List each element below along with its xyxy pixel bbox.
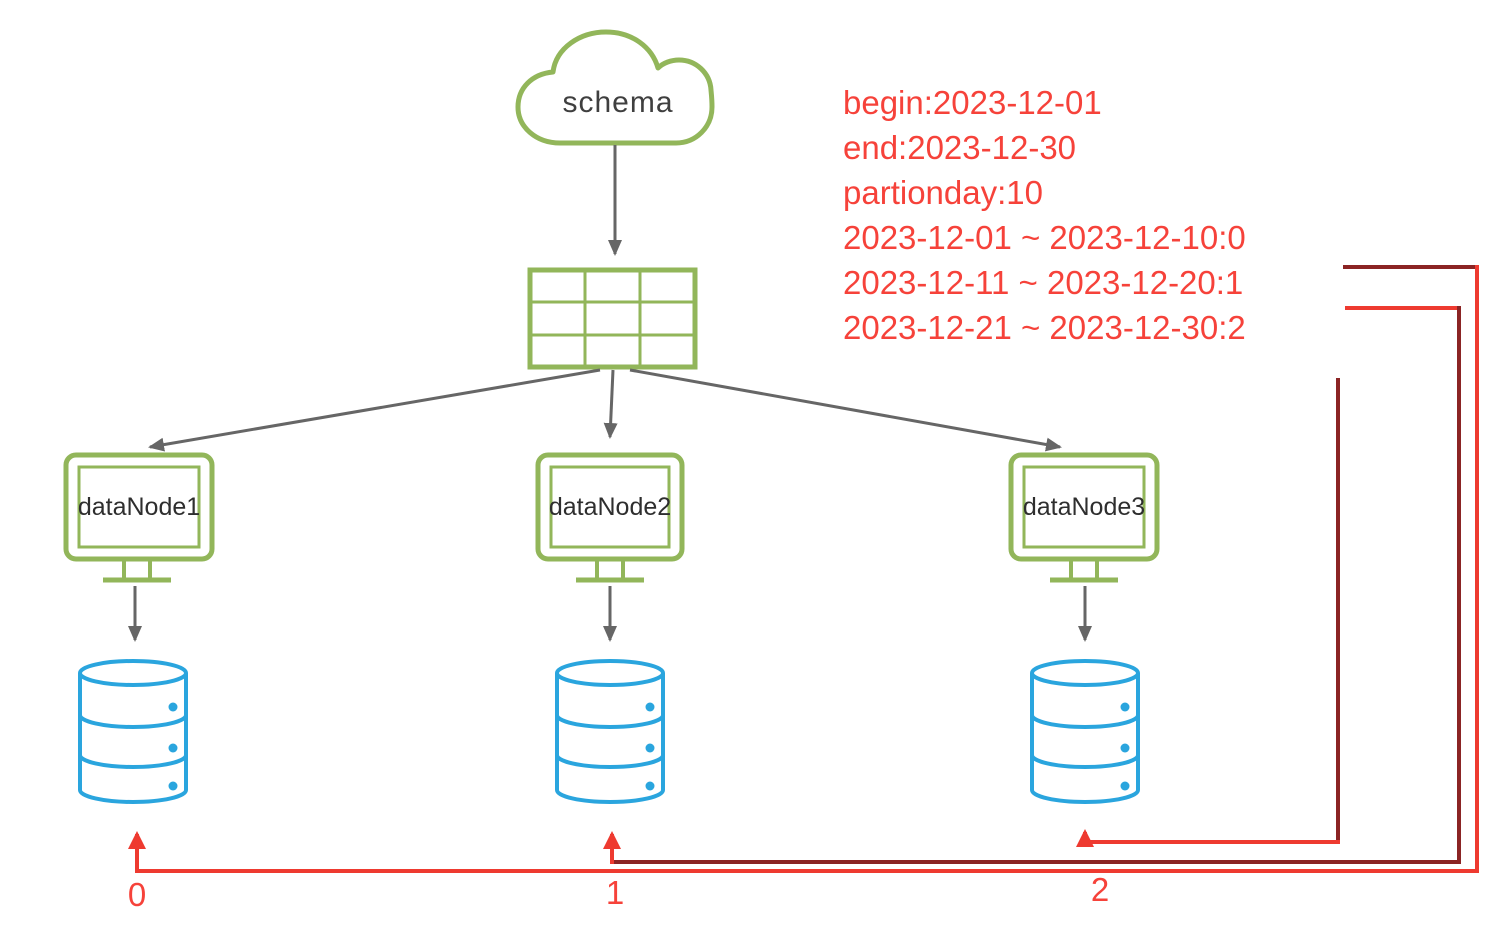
partition-label-0: 0 <box>127 876 147 913</box>
annotation-line-partionday: partionday:10 <box>843 174 1043 211</box>
database-cylinder-icon-3 <box>1030 659 1140 804</box>
database-cylinder-icon-1 <box>78 659 188 804</box>
partition-label-2: 2 <box>1090 871 1110 908</box>
node3-label: dataNode3 <box>1022 493 1146 521</box>
partition-line-0 <box>128 265 1479 873</box>
cloud-icon <box>515 29 715 146</box>
node1-label: dataNode1 <box>77 493 201 521</box>
annotation-line-range-1: 2023-12-11 ~ 2023-12-20:1 <box>843 264 1244 301</box>
annotation-line-end: end:2023-12-30 <box>843 129 1077 166</box>
monitor-icon-node1 <box>63 452 215 583</box>
database-cylinder-icon-2 <box>555 659 665 804</box>
annotation-line-begin: begin:2023-12-01 <box>843 84 1102 121</box>
arrow-table-to-node1 <box>148 368 601 452</box>
annotation-line-range-2: 2023-12-21 ~ 2023-12-30:2 <box>843 309 1246 346</box>
cloud-label: schema <box>562 86 674 119</box>
partition-line-2 <box>1076 378 1340 847</box>
monitor-icon-node2 <box>535 452 685 583</box>
node2-label: dataNode2 <box>548 493 672 521</box>
partition-line-1 <box>603 306 1461 864</box>
partition-annotation-block: begin:2023-12-01 end:2023-12-30 partiond… <box>843 80 1246 350</box>
table-grid-icon <box>527 267 698 370</box>
monitor-icon-node3 <box>1008 452 1160 583</box>
arrow-table-to-node3 <box>629 368 1062 452</box>
arrow-table-to-node2 <box>603 369 618 439</box>
annotation-line-range-0: 2023-12-01 ~ 2023-12-10:0 <box>843 219 1246 256</box>
partition-label-1: 1 <box>605 874 625 911</box>
